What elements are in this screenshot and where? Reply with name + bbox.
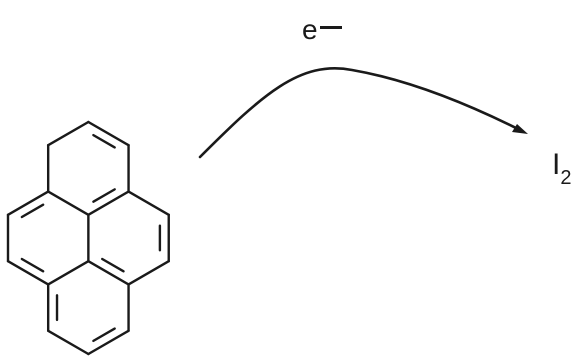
pyrene-double-bond [20, 257, 45, 273]
pyrene-double-bond [20, 203, 45, 219]
pyrene-bond [127, 259, 170, 286]
pyrene-bond [127, 190, 170, 217]
pyrene-double-bond [101, 257, 125, 273]
pyrene-bond [87, 259, 130, 286]
electron-label: e [302, 16, 342, 44]
pyrene-bond [87, 329, 130, 356]
pyrene-bond [46, 259, 90, 286]
pyrene-bond [6, 259, 50, 286]
iodine-subscript: 2 [560, 167, 572, 189]
pyrene-double-bond [92, 133, 116, 149]
pyrene-double-bond [92, 327, 116, 343]
pyrene-bond [46, 120, 90, 147]
pyrene-bond [87, 120, 130, 147]
iodine-element: I [552, 148, 561, 181]
electron-symbol: e [302, 14, 318, 45]
pyrene-double-bond [92, 188, 116, 203]
pyrene-bond [46, 190, 90, 217]
curved-arrow-icon [198, 67, 528, 159]
pyrene-bond [6, 190, 50, 217]
pyrene-bond [46, 329, 90, 356]
pyrene-bond [87, 190, 130, 217]
electron-charge-bar [319, 26, 342, 29]
iodine-label: I2 [552, 148, 571, 189]
pyrene-molecule [6, 120, 170, 356]
